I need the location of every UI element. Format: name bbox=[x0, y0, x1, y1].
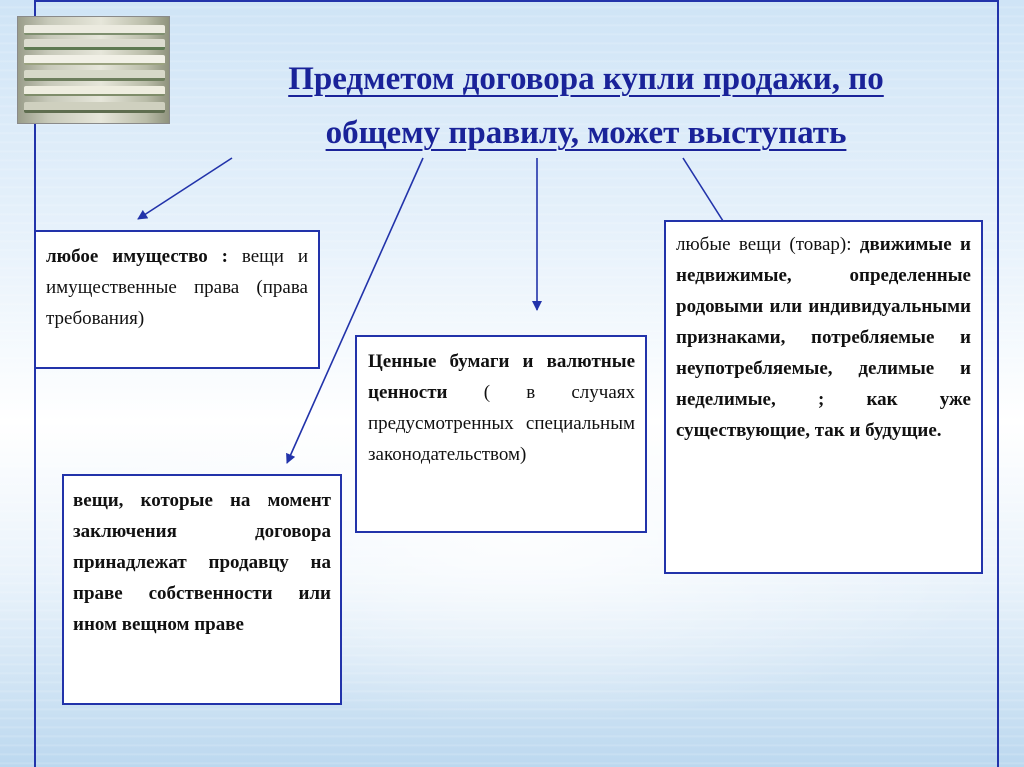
securities-box-text: ( в случаях предусмотренных специальным … bbox=[368, 382, 635, 465]
securities-box: Ценные бумаги и валютные ценности ( в сл… bbox=[355, 335, 647, 533]
paper-sheet bbox=[24, 102, 165, 113]
document-stack-photo bbox=[17, 16, 170, 124]
paper-sheet bbox=[24, 39, 165, 50]
property-box-text: вещи и имущественные права (права требов… bbox=[46, 246, 309, 329]
paper-sheet bbox=[24, 25, 165, 35]
arrow-to-any-things-box bbox=[682, 157, 731, 233]
arrow-to-owned-things-box bbox=[286, 157, 424, 464]
slide-title-line-1: Предметом договора купли продажи, по bbox=[288, 61, 884, 97]
paper-sheet bbox=[24, 86, 165, 96]
frame-left-line bbox=[34, 0, 36, 767]
arrow-to-property-box bbox=[137, 157, 233, 220]
paper-sheet bbox=[24, 70, 165, 81]
any-things-box-text: движимые и недвижимые, определенные родо… bbox=[676, 234, 972, 441]
securities-box-heading: Ценные бумаги и валютные ценности bbox=[368, 351, 635, 403]
slide-title-line-2: общему правилу, может выступать bbox=[325, 115, 847, 151]
any-things-box-lead: любые вещи (товар): bbox=[676, 234, 852, 255]
paper-sheet bbox=[24, 55, 165, 65]
property-box: любое имущество : вещи и имущественные п… bbox=[34, 230, 320, 369]
owned-things-box: вещи, которые на момент заключения догов… bbox=[62, 474, 342, 705]
frame-top-rule bbox=[34, 0, 999, 2]
property-box-heading: любое имущество : bbox=[46, 246, 228, 267]
frame-right-line bbox=[997, 0, 999, 767]
owned-things-box-text: вещи, которые на момент заключения догов… bbox=[73, 490, 331, 635]
slide-title: Предметом договора купли продажи, по общ… bbox=[175, 52, 997, 160]
any-things-box: любые вещи (товар): движимые и недвижимы… bbox=[664, 220, 983, 574]
